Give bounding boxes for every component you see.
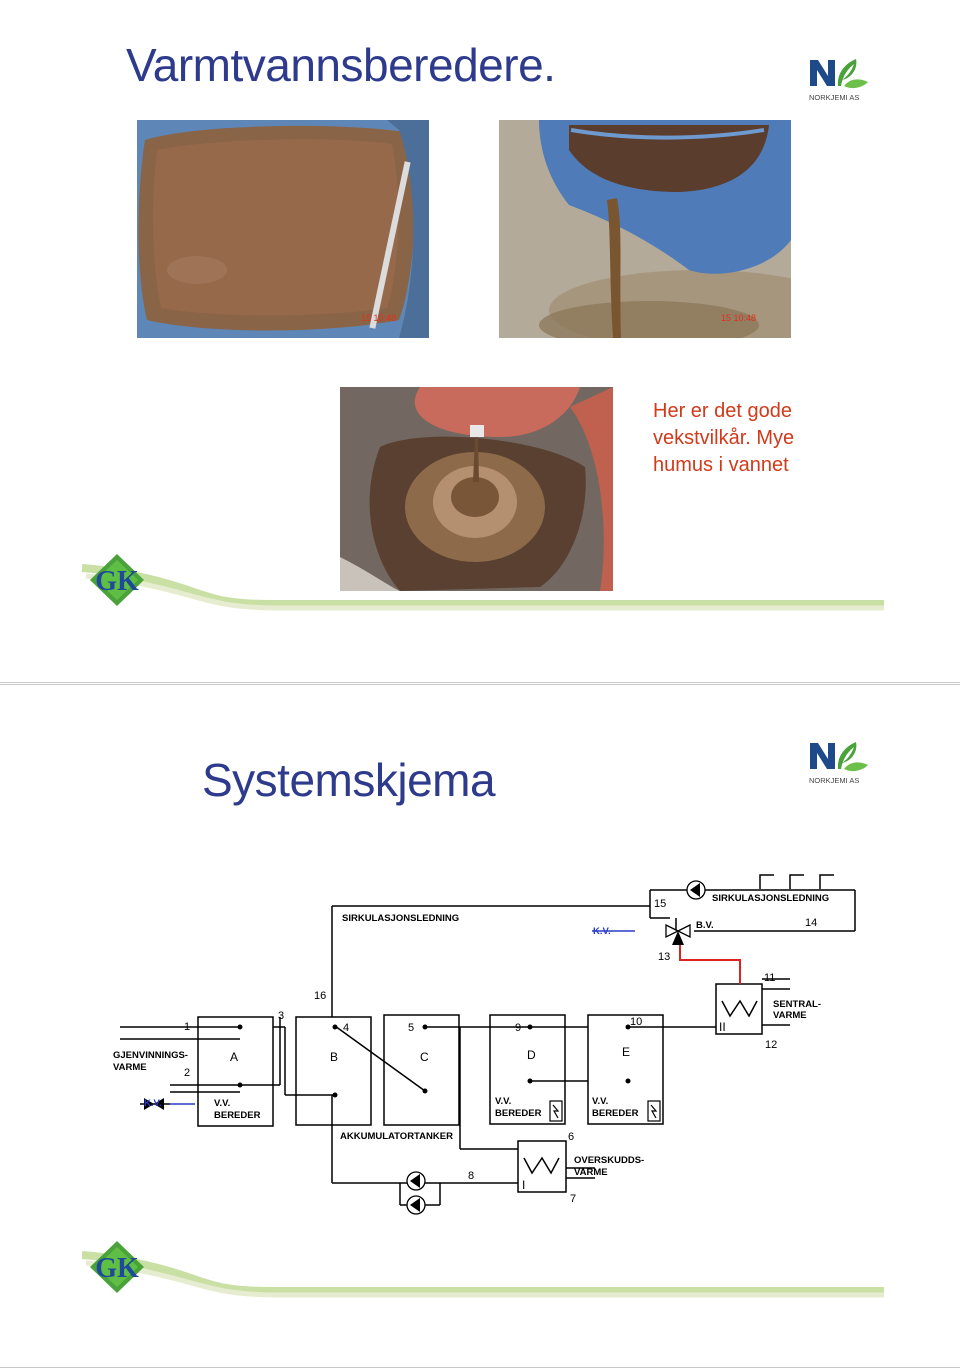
svg-text:V.V.: V.V.	[495, 1096, 511, 1107]
svg-text:K.V.: K.V.	[593, 926, 611, 937]
svg-text:K.V.: K.V.	[144, 1098, 162, 1109]
svg-text:C: C	[420, 1050, 429, 1064]
pump-icons	[406, 880, 706, 1215]
svg-text:15 10:48: 15 10:48	[721, 313, 756, 323]
check-valve-icon	[144, 1098, 164, 1110]
svg-text:B.V.: B.V.	[696, 920, 714, 931]
caption-line-1: Her er det gode	[653, 400, 792, 422]
svg-text:3: 3	[278, 1010, 284, 1022]
svg-text:16: 16	[314, 990, 326, 1002]
norkjemi-logo: NORKJEMI AS	[809, 742, 868, 785]
heat-exchanger-1	[517, 1140, 567, 1193]
photo-pouring-water: 15 10:48	[499, 120, 791, 338]
three-way-valve-icon	[665, 923, 691, 945]
svg-text:9: 9	[515, 1022, 521, 1034]
svg-text:VARME: VARME	[773, 1010, 807, 1021]
svg-text:SIRKULASJONSLEDNING: SIRKULASJONSLEDNING	[712, 893, 829, 904]
svg-text:VARME: VARME	[113, 1062, 147, 1073]
svg-text:BEREDER: BEREDER	[495, 1108, 542, 1119]
svg-text:A: A	[230, 1050, 238, 1064]
red-connection	[679, 940, 741, 984]
slide-title: Systemskjema	[202, 754, 496, 806]
svg-text:12: 12	[765, 1039, 777, 1051]
svg-text:2: 2	[184, 1067, 190, 1079]
svg-text:GK: GK	[95, 1253, 139, 1284]
svg-text:B: B	[330, 1050, 338, 1064]
svg-text:6: 6	[568, 1131, 574, 1143]
svg-text:13: 13	[658, 951, 670, 963]
slide-title: Varmtvannsberedere.	[126, 39, 556, 91]
svg-text:5: 5	[408, 1022, 414, 1034]
tank-e	[587, 1014, 664, 1125]
svg-text:VARME: VARME	[574, 1167, 608, 1178]
svg-text:GK: GK	[95, 566, 139, 597]
tank-c	[383, 1014, 460, 1126]
norkjemi-logo: NORKJEMI AS	[809, 59, 868, 102]
svg-text:I: I	[522, 1178, 525, 1192]
svg-text:V.V.: V.V.	[592, 1096, 608, 1107]
svg-text:NORKJEMI AS: NORKJEMI AS	[809, 776, 859, 785]
caption-line-3: humus i vannet	[653, 454, 789, 476]
photo-caption: Her er det gode vekstvilkår. Mye humus i…	[653, 398, 853, 479]
svg-text:SIRKULASJONSLEDNING: SIRKULASJONSLEDNING	[342, 913, 459, 924]
svg-text:E: E	[622, 1045, 630, 1059]
svg-text:V.V.: V.V.	[214, 1098, 230, 1109]
slide-1: Varmtvannsberedere. NORKJEMI AS 15 10:48	[0, 0, 960, 683]
svg-text:SENTRAL-: SENTRAL-	[773, 999, 821, 1010]
svg-text:4: 4	[343, 1022, 349, 1034]
svg-text:BEREDER: BEREDER	[214, 1110, 261, 1121]
svg-text:15: 15	[654, 898, 666, 910]
svg-text:11: 11	[764, 972, 775, 984]
svg-text:II: II	[719, 1020, 726, 1034]
caption-line-2: vekstvilkår. Mye	[653, 427, 795, 449]
svg-text:7: 7	[570, 1193, 576, 1205]
svg-text:1: 1	[184, 1021, 190, 1033]
svg-text:NORKJEMI AS: NORKJEMI AS	[809, 93, 859, 102]
svg-text:AKKUMULATORTANKER: AKKUMULATORTANKER	[340, 1131, 453, 1142]
svg-text:8: 8	[468, 1170, 474, 1182]
svg-text:14: 14	[805, 917, 817, 929]
tank-b	[295, 1016, 372, 1126]
gk-footer-logo: GK	[81, 1241, 884, 1298]
svg-text:GJENVINNINGS-: GJENVINNINGS-	[113, 1050, 188, 1061]
svg-text:10: 10	[630, 1016, 642, 1028]
slide-2: Systemskjema NORKJEMI AS	[0, 684, 960, 1368]
svg-text:OVERSKUDDS-: OVERSKUDDS-	[574, 1155, 644, 1166]
svg-text:D: D	[527, 1048, 536, 1062]
system-diagram: 1 2 3 4 5 6 7 8 9 10 11 12 13 14 15 16 A…	[113, 874, 856, 1215]
photo-bucket-brown-water: 15 10:48	[137, 120, 429, 338]
gk-footer-logo: GK	[81, 554, 884, 611]
svg-text:BEREDER: BEREDER	[592, 1108, 639, 1119]
tank-a	[197, 1016, 274, 1127]
tank-d	[489, 1014, 566, 1125]
svg-text:15 10:48: 15 10:48	[361, 313, 396, 323]
photo-tank-sediment	[340, 387, 613, 591]
